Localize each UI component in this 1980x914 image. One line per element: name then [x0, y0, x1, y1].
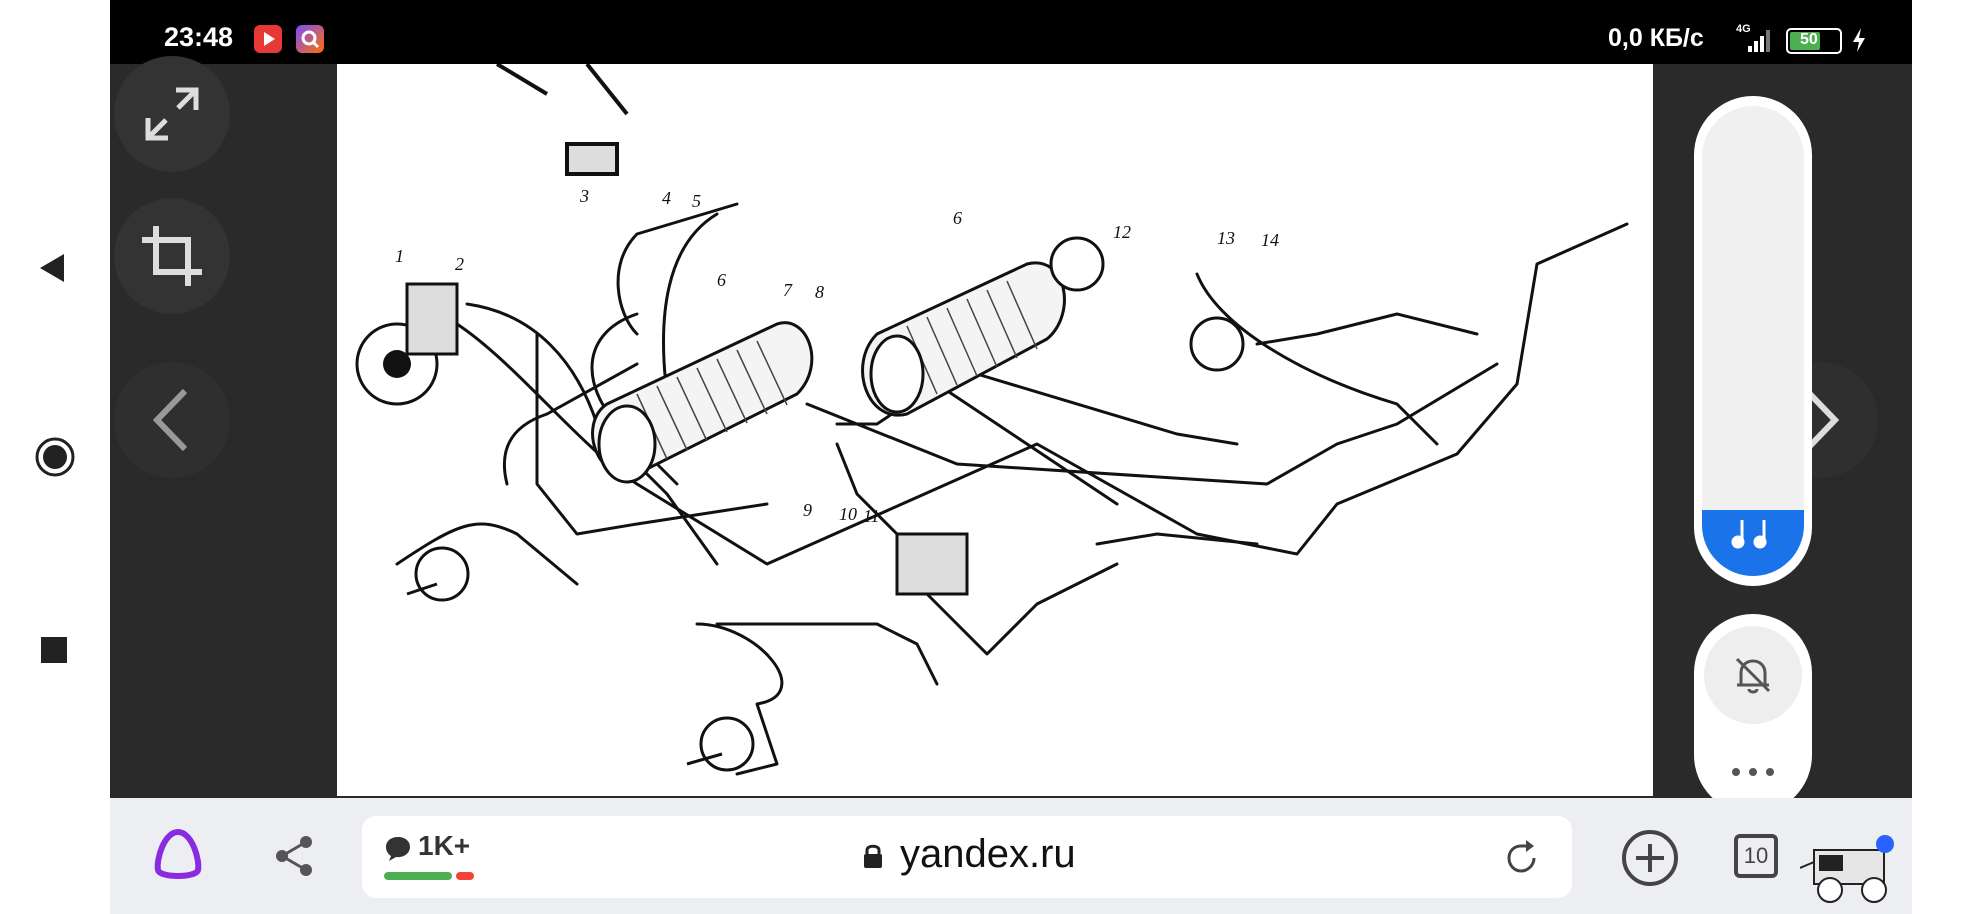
brake-chamber — [1189, 316, 1245, 372]
back-button[interactable] — [34, 248, 74, 293]
air-tank-left — [591, 321, 814, 484]
compressor — [355, 282, 459, 406]
avatar — [1799, 835, 1894, 903]
air-tank-right — [861, 261, 1066, 417]
brake-chamber — [1049, 236, 1105, 292]
clock: 23:48 — [164, 22, 234, 52]
signal-icon — [1742, 26, 1774, 59]
volume-level — [1702, 510, 1804, 576]
label-12: 12 — [1113, 222, 1131, 242]
recents-button[interactable] — [34, 630, 74, 675]
url-text: yandex.ru — [900, 832, 1076, 876]
notification-panel — [1694, 614, 1812, 814]
prev-image-button[interactable] — [114, 362, 230, 478]
network-type: 4G — [1736, 23, 1751, 35]
tabs-count: 10 — [1743, 843, 1769, 868]
new-tab-button[interactable] — [1620, 828, 1680, 893]
reload-icon — [1507, 840, 1536, 873]
label-2: 2 — [455, 254, 464, 274]
brake-system-diagram: 1 2 3 4 5 6 6 7 8 9 10 11 12 13 14 — [355, 64, 1629, 776]
battery-icon: 50 — [1786, 28, 1842, 54]
label-6b: 6 — [953, 208, 962, 228]
notification-app-icon — [296, 25, 324, 53]
volume-panel — [1694, 96, 1812, 586]
battery-level: 50 — [1800, 31, 1818, 48]
lock-icon — [864, 844, 882, 868]
chevron-right-icon — [1804, 388, 1840, 452]
brake-chamber — [686, 716, 755, 772]
android-nav-bar — [0, 0, 110, 914]
music-note-icon — [1731, 520, 1767, 549]
label-13: 13 — [1217, 228, 1235, 248]
diagram-image[interactable]: 1 2 3 4 5 6 6 7 8 9 10 11 12 13 14 — [337, 64, 1653, 796]
comments-count: 1K+ — [418, 830, 471, 861]
expand-icon — [145, 87, 199, 141]
label-7: 7 — [783, 280, 793, 300]
net-speed: 0,0 КБ/с — [1608, 24, 1704, 52]
alice-button[interactable] — [150, 826, 206, 887]
reload-button[interactable] — [1504, 840, 1540, 881]
plus-circle-icon — [1622, 830, 1678, 886]
more-icon — [1732, 768, 1774, 776]
bell-off-icon — [1735, 657, 1771, 694]
expand-button[interactable] — [114, 56, 230, 172]
label-1: 1 — [395, 246, 404, 266]
pedals — [495, 64, 629, 176]
label-5: 5 — [692, 191, 701, 211]
more-button[interactable] — [1728, 760, 1778, 784]
charging-icon — [1850, 26, 1868, 59]
brake-chamber — [406, 546, 470, 602]
label-9: 9 — [803, 500, 812, 520]
comment-icon — [386, 837, 410, 861]
label-8: 8 — [815, 282, 824, 302]
mute-button[interactable] — [1704, 626, 1802, 724]
label-11: 11 — [863, 506, 880, 526]
status-bar: 23:48 0,0 КБ/с 4G 50 — [110, 0, 1912, 64]
label-4: 4 — [662, 188, 671, 208]
chevron-left-icon — [152, 388, 188, 452]
comments-button[interactable]: 1K+ — [384, 830, 494, 884]
browser-bottom-bar: 1K+ yandex.ru 10 — [110, 798, 1912, 914]
address-bar[interactable]: 1K+ yandex.ru — [362, 816, 1572, 898]
notification-app-icon — [254, 25, 282, 53]
alice-icon — [154, 828, 202, 879]
label-10: 10 — [839, 504, 857, 524]
home-button[interactable] — [34, 436, 76, 483]
tabs-button[interactable]: 10 — [1734, 834, 1778, 878]
label-14: 14 — [1261, 230, 1279, 250]
label-3: 3 — [579, 186, 589, 206]
share-icon — [276, 836, 312, 876]
crop-icon — [142, 226, 202, 286]
crop-button[interactable] — [114, 198, 230, 314]
label-6a: 6 — [717, 270, 726, 290]
brake-valve — [895, 532, 969, 596]
profile-avatar[interactable] — [1799, 828, 1908, 908]
share-button[interactable] — [272, 834, 316, 883]
volume-slider[interactable] — [1702, 106, 1804, 576]
